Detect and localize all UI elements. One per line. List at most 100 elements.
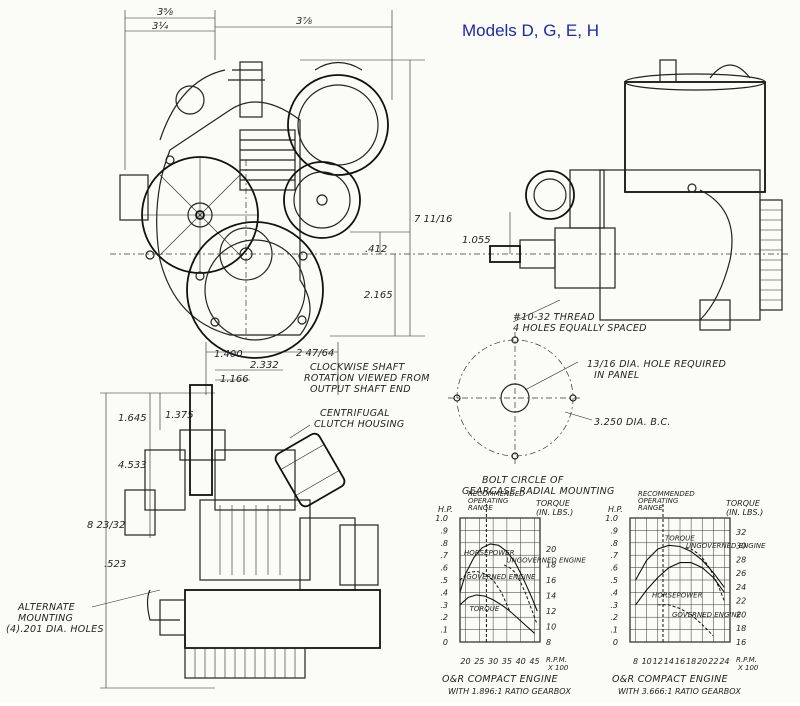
hp-tick-label: .2 (440, 613, 448, 622)
hp-tick-label: .9 (610, 526, 618, 535)
rpm-tick-label: 35 (502, 657, 512, 666)
operating-range-label: RECOMMENDED (468, 490, 525, 498)
dim-2332: 2.332 (250, 360, 279, 371)
hp-tick-label: .2 (610, 613, 618, 622)
torque-tick-label: 24 (736, 583, 746, 592)
bolt-circle-caption: BOLT CIRCLE OF (482, 475, 564, 486)
dim-overall-width: 3⅝ (157, 7, 173, 18)
torque-tick-label: 20 (546, 545, 556, 554)
hp-tick-label: 0 (613, 638, 618, 647)
torque-tick-label: 18 (546, 561, 556, 570)
rpm-tick-label: 22 (708, 657, 718, 666)
rpm-tick-label: 12 (653, 657, 663, 666)
thread-note: #10-32 THREAD (513, 312, 595, 323)
dim-1375: 1.375 (165, 410, 194, 421)
torque-axis-label: TORQUE (536, 499, 571, 508)
hp-tick-label: .7 (610, 551, 619, 560)
dim-1166: 1.166 (220, 374, 249, 385)
rpm-tick-label: 45 (529, 657, 539, 666)
torque-axis-unit: (IN. LBS.) (726, 508, 763, 517)
bolt-circle-caption-2: GEARCASE RADIAL MOUNTING (462, 486, 615, 497)
hp-axis-label: H.P. (438, 505, 453, 514)
operating-range-label: OPERATING (468, 497, 509, 505)
torque-tick-label: 14 (546, 592, 556, 601)
dim-shaft-height: 1.055 (462, 235, 491, 246)
torque-tick-label: 12 (546, 607, 556, 616)
hp-tick-label: .8 (440, 539, 448, 548)
page-title: Models D, G, E, H (462, 21, 599, 40)
thread-spacing-note: 4 HOLES EQUALLY SPACED (513, 323, 647, 334)
hp-tick-label: .3 (610, 601, 618, 610)
operating-range-label: RANGE (468, 504, 493, 512)
side-view: 1.055 #10-32 THREAD 4 HOLES EQUALLY SPAC… (462, 59, 783, 334)
series-ungoverned-engine-line (685, 547, 725, 602)
torque-tick-label: 10 (546, 623, 556, 632)
hp-tick-label: .3 (440, 601, 448, 610)
hp-tick-label: .4 (440, 588, 448, 597)
hp-tick-label: .4 (610, 588, 618, 597)
torque-tick-label: 32 (736, 528, 746, 537)
hp-tick-label: .5 (440, 576, 448, 585)
torque-tick-label: 18 (736, 624, 746, 633)
mount-note: ALTERNATE (17, 602, 75, 613)
curve-label: TORQUE (470, 605, 500, 613)
torque-tick-label: 28 (736, 555, 746, 564)
torque-tick-label: 20 (736, 610, 746, 619)
chart-caption: O&R COMPACT ENGINE (442, 674, 558, 685)
torque-tick-label: 8 (546, 638, 551, 647)
rpm-axis-unit: X 100 (547, 664, 569, 672)
torque-tick-label: 26 (736, 569, 746, 578)
clutch-note-2: CLUTCH HOUSING (314, 419, 405, 430)
series-ungoverned-engine-line (503, 564, 538, 625)
chart-caption: O&R COMPACT ENGINE (612, 674, 728, 685)
rpm-tick-label: 25 (474, 657, 484, 666)
torque-tick-label: 16 (546, 576, 556, 585)
rpm-tick-label: 16 (675, 657, 685, 666)
chart-caption-ratio: WITH 3.666:1 RATIO GEARBOX (618, 687, 741, 696)
dim-1400: 1.400 (214, 349, 243, 360)
dim-center-offset: .412 (365, 244, 387, 255)
hp-tick-label: 1.0 (435, 514, 448, 523)
series-torque-line (459, 594, 535, 634)
rpm-tick-label: 8 (633, 657, 638, 666)
hp-tick-label: 0 (443, 638, 448, 647)
curve-label: GOVERNED ENGINE (672, 611, 742, 619)
mount-note-3: (4).201 DIA. HOLES (6, 624, 104, 635)
operating-range-label: RECOMMENDED (638, 490, 695, 498)
rpm-tick-label: 10 (642, 657, 652, 666)
bottom-view: 1.400 2 47/64 2.332 1.166 8 23/32 4.533 … (6, 342, 430, 689)
hp-tick-label: .6 (610, 564, 618, 573)
rpm-axis-label: R.P.M. (736, 656, 757, 664)
curve-label: UNGOVERNED ENGINE (686, 542, 766, 550)
dim-height: 7 11/16 (414, 214, 452, 225)
torque-axis-unit: (IN. LBS.) (536, 508, 573, 517)
torque-tick-label: 16 (736, 638, 746, 647)
dim-1645: 1.645 (118, 413, 147, 424)
hp-tick-label: .7 (440, 551, 449, 560)
curve-label: TORQUE (665, 534, 695, 542)
hp-tick-label: 1.0 (605, 514, 618, 523)
hp-tick-label: .1 (610, 626, 618, 635)
operating-range-label: OPERATING (638, 497, 679, 505)
curve-label: HORSEPOWER (652, 591, 703, 599)
hp-tick-label: .9 (440, 526, 448, 535)
rotation-note-2: ROTATION VIEWED FROM (304, 373, 430, 384)
rpm-tick-label: 14 (664, 657, 674, 666)
bolt-circle-note: 3.250 DIA. B.C. (594, 417, 671, 428)
curve-label: UNGOVERNED ENGINE (506, 557, 586, 565)
series-horsepower-line (459, 543, 538, 612)
rpm-axis-label: R.P.M. (546, 656, 567, 664)
rpm-tick-label: 18 (686, 657, 696, 666)
rpm-tick-label: 40 (516, 657, 526, 666)
curve-label: GOVERNED ENGINE (466, 573, 536, 581)
torque-axis-label: TORQUE (726, 499, 761, 508)
torque-tick-label: 22 (736, 597, 746, 606)
dim-4533: 4.533 (118, 460, 147, 471)
dim-right-width: 3⅞ (296, 16, 312, 27)
curve-label: HORSEPOWER (464, 549, 515, 557)
dim-lower-height: 2.165 (364, 290, 393, 301)
